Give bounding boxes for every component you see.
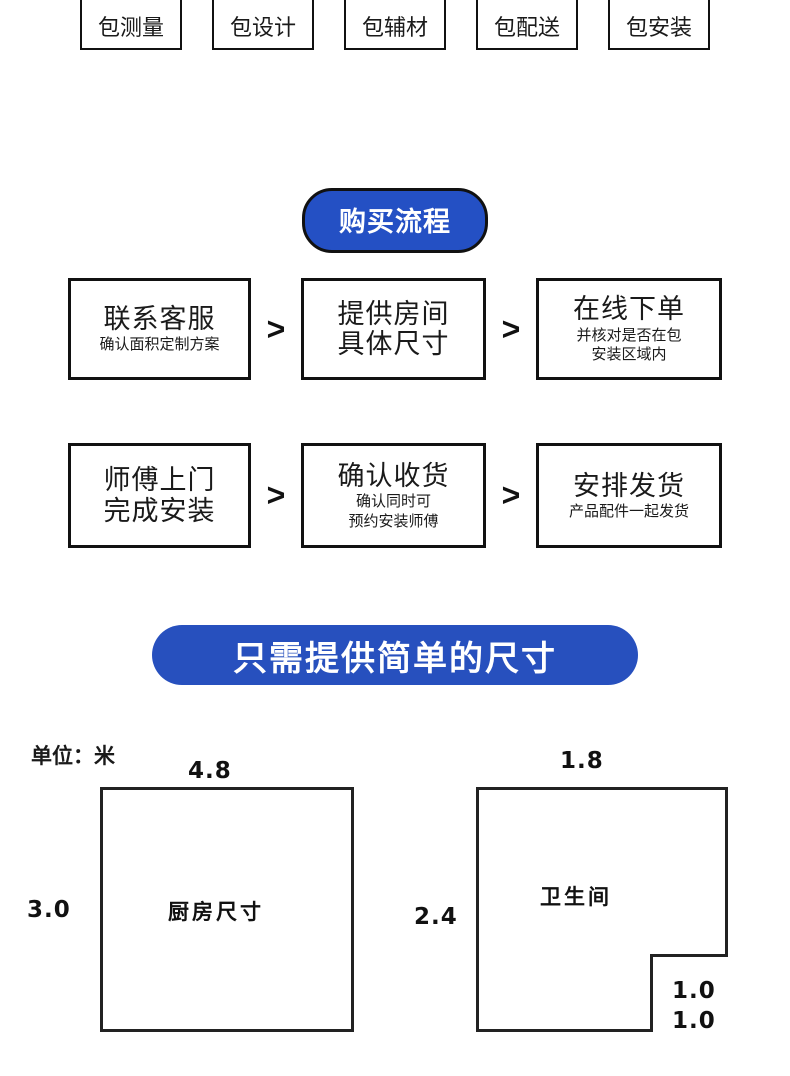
flow-step-provide-dimensions[interactable]: 提供房间 具体尺寸 xyxy=(301,278,486,380)
simple-dimensions-banner: 只需提供简单的尺寸 xyxy=(152,625,638,685)
flow-step-confirm-receipt[interactable]: 确认收货 确认同时可 预约安装师傅 xyxy=(301,443,486,548)
kitchen-room-label: 厨房尺寸 xyxy=(168,901,264,924)
flow-step-title: 安排发货 xyxy=(573,470,685,501)
flow-step-title: 确认收货 xyxy=(337,460,450,491)
bathroom-notch-horizontal-dimension: 1.0 xyxy=(672,1008,716,1034)
flow-step-subtitle-line2: 安装区域内 xyxy=(591,346,667,364)
flow-step-title-line1: 提供房间 xyxy=(337,298,450,329)
flow-step-title-line2: 具体尺寸 xyxy=(337,329,450,359)
flow-step-subtitle: 产品配件一起发货 xyxy=(568,502,689,520)
flow-step-title: 联系客服 xyxy=(103,304,216,335)
flow-step-subtitle-line1: 确认同时可 xyxy=(355,493,431,511)
purchase-flow-title-badge: 购买流程 xyxy=(302,188,488,253)
flow-step-title: 在线下单 xyxy=(573,294,685,325)
flow-step-title-line2: 完成安装 xyxy=(103,495,216,526)
service-box-materials[interactable]: 包辅材 xyxy=(344,0,446,50)
flow-step-contact-support[interactable]: 联系客服 确认面积定制方案 xyxy=(68,278,251,380)
flow-arrow-icon: > xyxy=(266,310,286,347)
flow-step-subtitle-line1: 并核对是否在包 xyxy=(576,326,682,344)
bathroom-outline-svg xyxy=(476,787,728,1032)
flow-row-2: 师傅上门 完成安装 > 确认收货 确认同时可 预约安装师傅 > 安排发货 产品配… xyxy=(68,443,722,548)
service-box-design[interactable]: 包设计 xyxy=(212,0,314,50)
bathroom-notch-vertical-dimension: 1.0 xyxy=(672,978,716,1004)
flow-step-place-order[interactable]: 在线下单 并核对是否在包 安装区域内 xyxy=(536,278,722,380)
bathroom-height-dimension: 2.4 xyxy=(414,904,458,930)
service-label: 包辅材 xyxy=(361,15,428,40)
service-label: 包设计 xyxy=(229,15,296,40)
flow-step-subtitle-line2: 预约安装师傅 xyxy=(348,512,439,530)
flow-step-title-line1: 师傅上门 xyxy=(103,465,216,496)
bathroom-room-shape xyxy=(476,787,728,1032)
service-box-delivery[interactable]: 包配送 xyxy=(476,0,578,50)
flow-step-installer-visit[interactable]: 师傅上门 完成安装 xyxy=(68,443,251,548)
kitchen-width-dimension: 4.8 xyxy=(188,758,232,784)
flow-arrow-icon: > xyxy=(266,477,286,513)
bathroom-room-label: 卫生间 xyxy=(540,886,612,909)
service-box-measure[interactable]: 包测量 xyxy=(80,0,182,50)
kitchen-height-dimension: 3.0 xyxy=(27,897,71,923)
flow-row-1: 联系客服 确认面积定制方案 > 提供房间 具体尺寸 > 在线下单 并核对是否在包… xyxy=(68,278,722,380)
flow-step-arrange-shipment[interactable]: 安排发货 产品配件一起发货 xyxy=(536,443,722,548)
bathroom-width-dimension: 1.8 xyxy=(560,748,604,774)
service-label: 包安装 xyxy=(625,15,692,40)
service-label: 包配送 xyxy=(493,15,560,40)
service-guarantee-row: 包测量 包设计 包辅材 包配送 包安装 xyxy=(0,0,790,50)
service-label: 包测量 xyxy=(97,15,164,40)
service-box-installation[interactable]: 包安装 xyxy=(608,0,710,50)
flow-step-subtitle: 确认面积定制方案 xyxy=(99,336,220,354)
flow-arrow-icon: > xyxy=(501,310,521,347)
unit-label: 单位：米 xyxy=(31,745,115,768)
flow-arrow-icon: > xyxy=(501,477,521,513)
kitchen-room-shape xyxy=(100,787,354,1032)
